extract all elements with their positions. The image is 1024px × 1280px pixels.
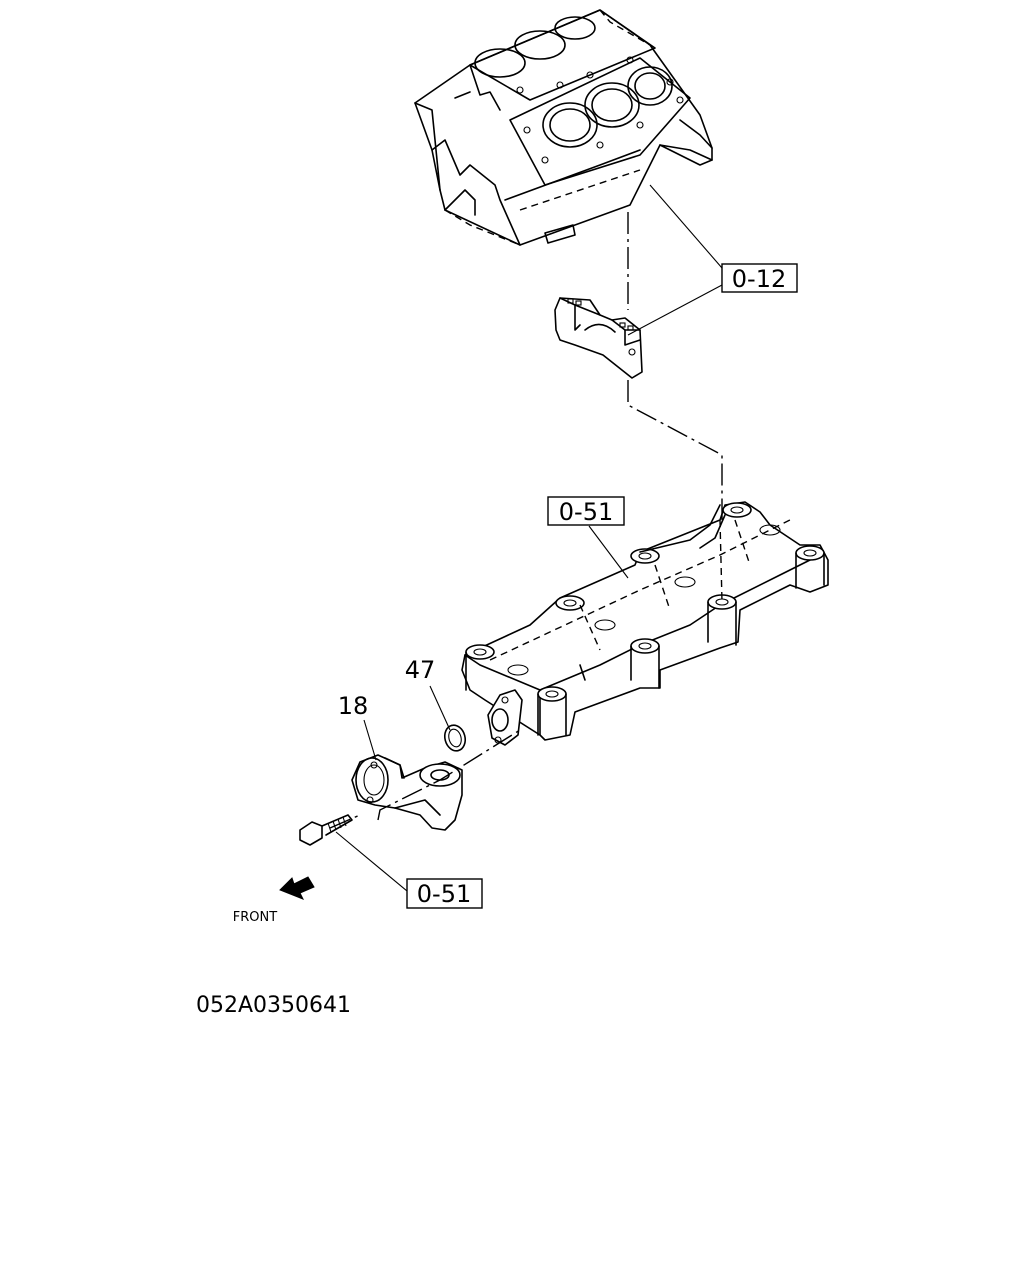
part-number-47: 47: [405, 656, 436, 684]
oil-gallery-manifold: [461, 501, 829, 746]
front-label: FRONT: [233, 910, 277, 925]
bearing-cap: [554, 297, 643, 379]
callout-label: 0-51: [559, 498, 613, 526]
oil-pipe-part-18: [351, 754, 463, 831]
assembly-centerlines: [329, 212, 723, 829]
front-arrow-icon: [279, 876, 315, 900]
callout-label: 0-51: [417, 880, 471, 908]
callout-block-ref: 0-12: [721, 263, 798, 293]
drawing-code: 052A0350641: [196, 993, 351, 1018]
callout-label: 0-12: [732, 265, 786, 293]
callout-manifold-ref: 0-51: [547, 496, 625, 526]
front-direction-indicator: FRONT: [233, 876, 315, 925]
bolt: [299, 814, 353, 846]
engine-block: [414, 9, 713, 246]
callout-bolt-ref: 0-51: [406, 878, 483, 909]
leader-lines: [335, 184, 723, 892]
o-ring-part-47: [443, 724, 467, 752]
part-number-18: 18: [338, 692, 369, 720]
